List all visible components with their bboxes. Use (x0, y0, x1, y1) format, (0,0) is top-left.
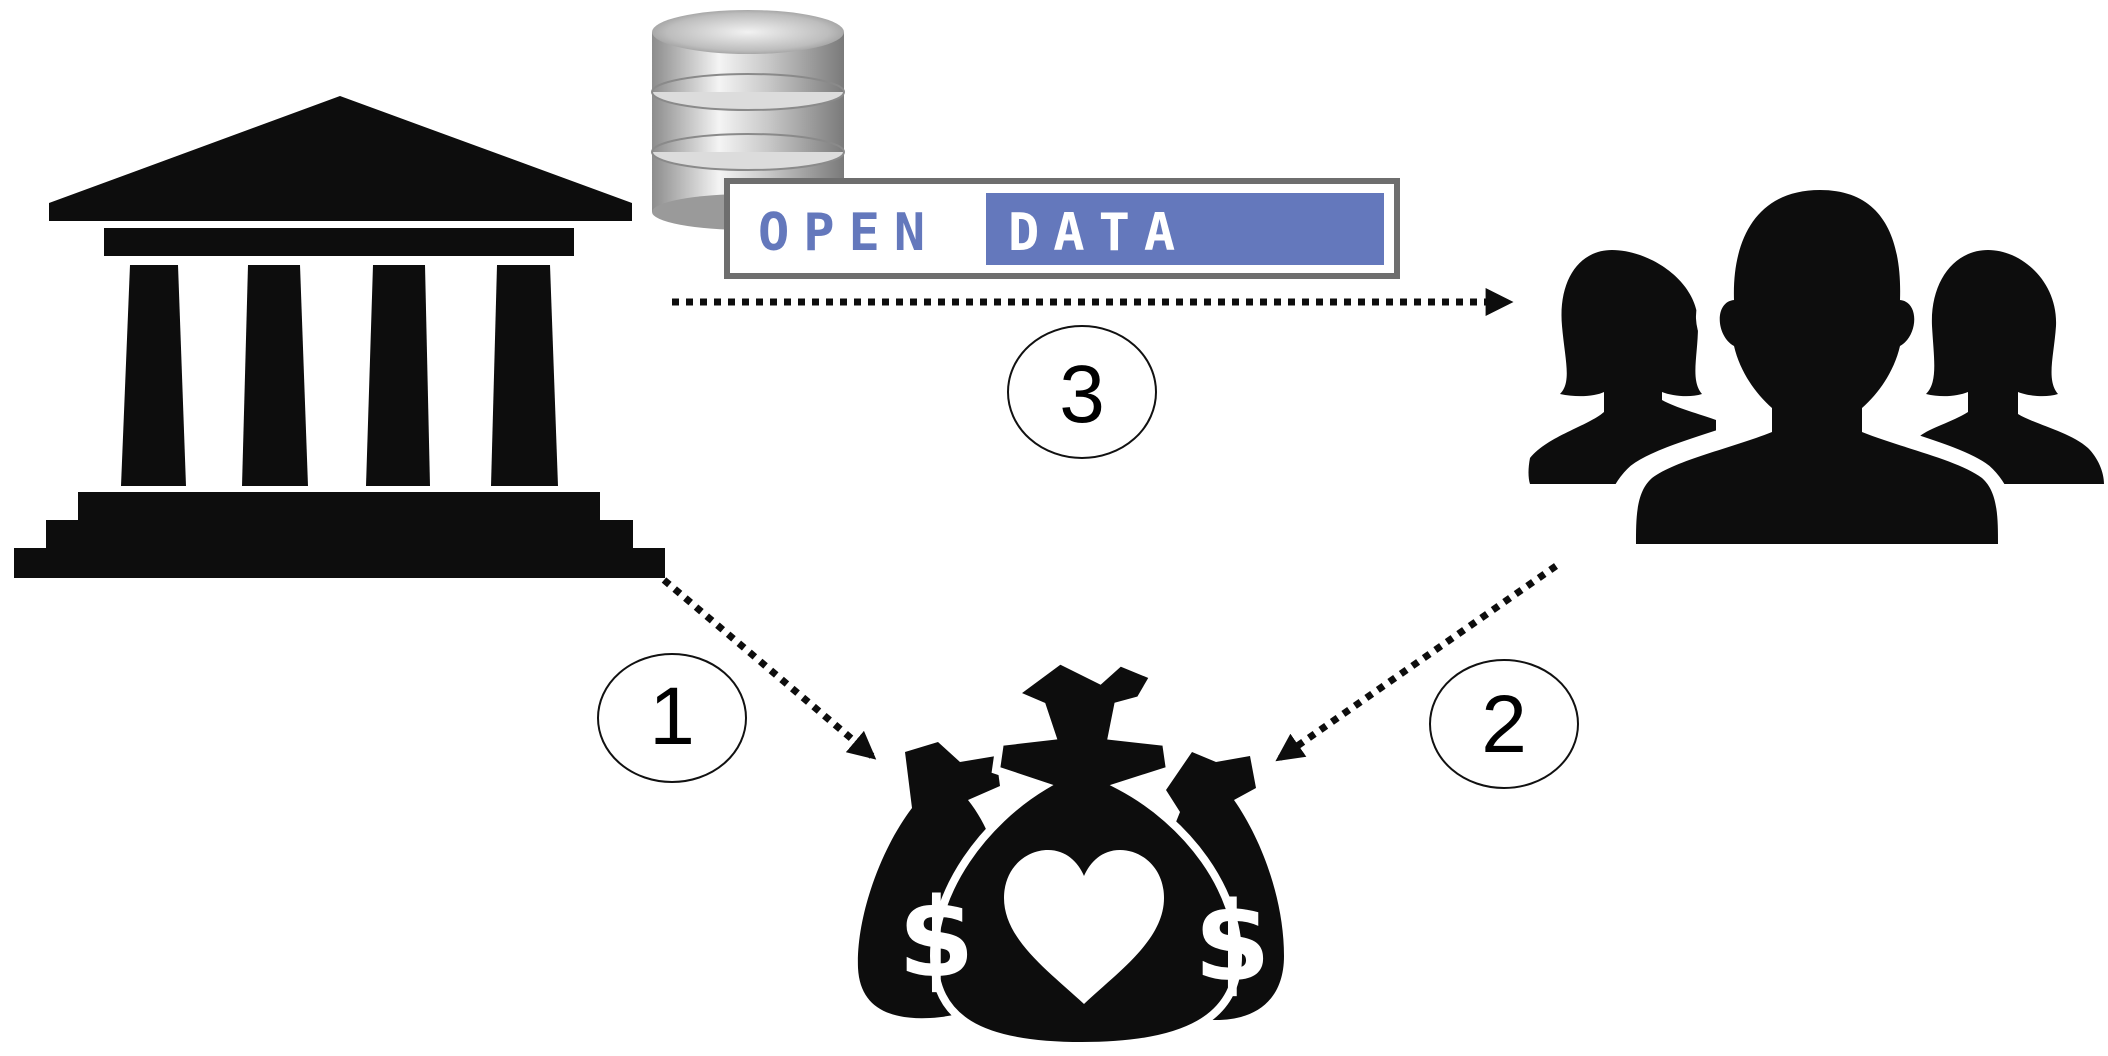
step-3-marker: 3 (1007, 325, 1157, 459)
money-bags-heart-icon: $ $ (857, 655, 1284, 1051)
step-2-label: 2 (1481, 679, 1527, 770)
badge-data-fill (986, 193, 1384, 265)
step-1-marker: 1 (597, 653, 747, 783)
step-1-label: 1 (649, 671, 695, 762)
open-data-badge: OPEN DATA (724, 178, 1400, 279)
svg-text:$: $ (898, 874, 975, 1002)
bank-building-icon (14, 96, 665, 578)
badge-data-text: DATA (1008, 203, 1189, 263)
arrow-people-to-donations (1275, 563, 1558, 762)
arrow-institution-to-donations (661, 577, 877, 760)
step-2-marker: 2 (1429, 659, 1579, 789)
database-icon (651, 10, 845, 230)
people-group-icon (1528, 164, 2104, 553)
badge-open-text: OPEN (758, 203, 939, 263)
svg-text:$: $ (1194, 878, 1271, 1006)
step-3-label: 3 (1059, 349, 1105, 440)
